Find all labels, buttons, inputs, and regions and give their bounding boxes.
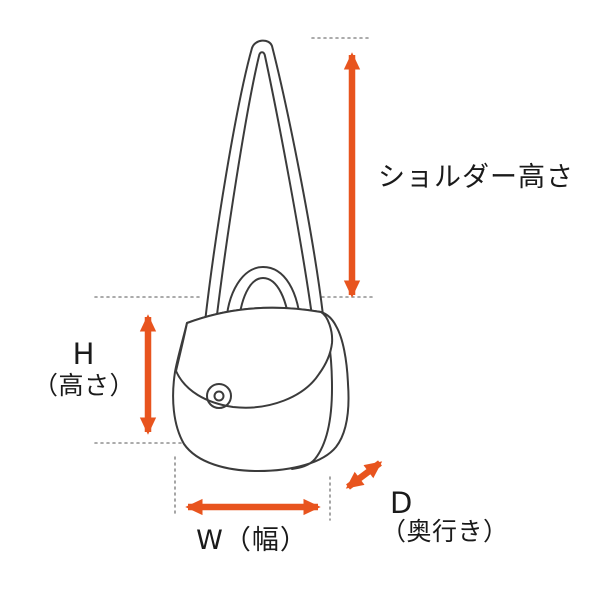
- depth-label: D: [390, 486, 413, 520]
- height-sublabel: （高さ）: [33, 371, 135, 400]
- height-label: H: [73, 337, 96, 371]
- bag-handle-outer: [225, 266, 302, 331]
- depth-sublabel: （奥行き）: [381, 517, 509, 546]
- width-label: W（幅）: [196, 525, 308, 556]
- bag-strap-outer: [204, 39, 324, 323]
- shoulder-height-label: ショルダー高さ: [378, 162, 574, 193]
- bag-flap: [175, 306, 334, 409]
- bag-clasp-button-outer: [206, 383, 232, 409]
- bag-handle-inner: [237, 277, 291, 333]
- bag-strap-inner: [215, 51, 313, 324]
- bag-clasp-button-inner: [213, 390, 225, 402]
- depth-arrow: [345, 460, 383, 490]
